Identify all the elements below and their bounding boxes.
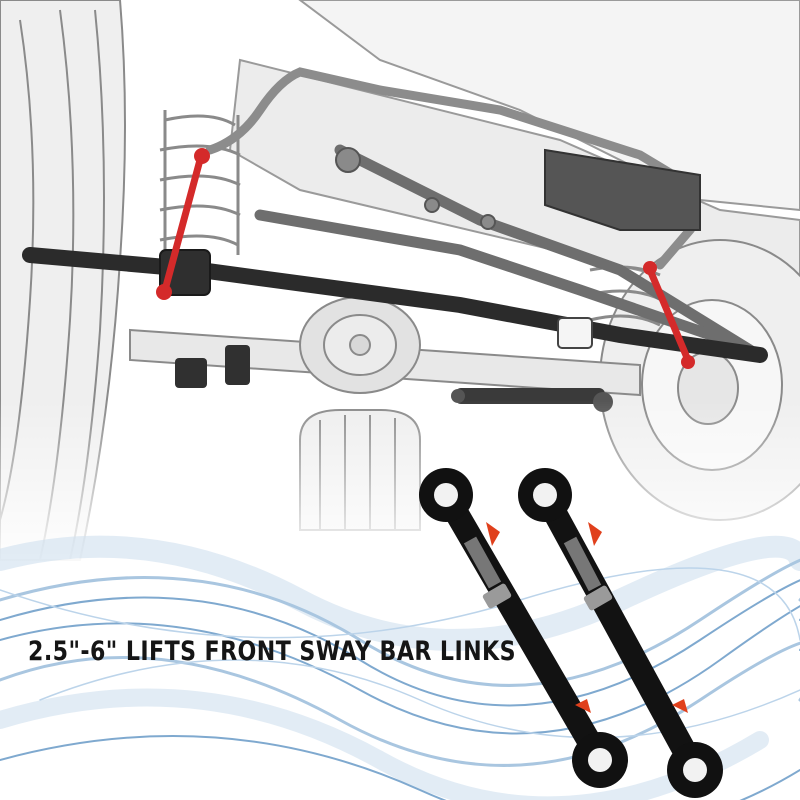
sway-link-highlight-ends	[156, 148, 695, 369]
axle-housing	[129, 296, 641, 397]
bump-stop	[175, 345, 250, 388]
track-bar	[22, 247, 768, 363]
headline: 2.5"-6" LIFTS FRONT SWAY BAR LINKS	[28, 636, 516, 667]
tie-rod-ends	[335, 147, 496, 230]
steering-box	[544, 148, 701, 231]
sway-link-right	[518, 468, 723, 798]
sway-link-left	[419, 468, 628, 788]
sway-link-highlight	[161, 156, 692, 364]
tie-rod	[254, 144, 756, 356]
sway-bar	[205, 67, 695, 270]
